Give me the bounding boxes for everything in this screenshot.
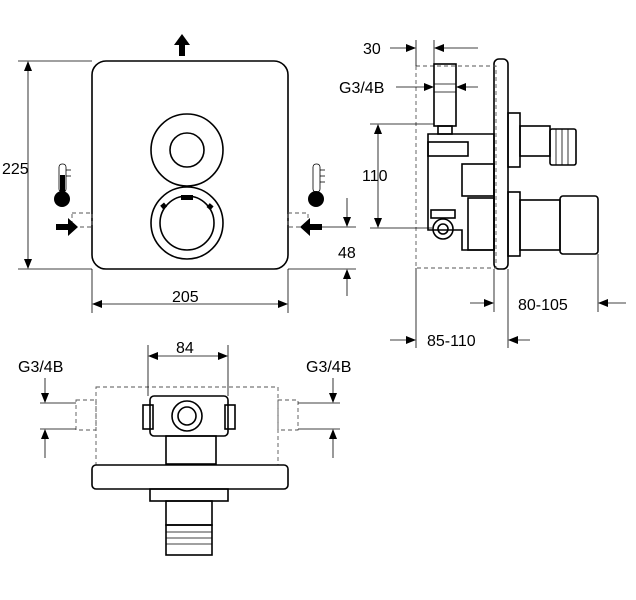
dim-spacing-110: 110 (362, 168, 388, 185)
arrow-up-icon (174, 34, 190, 56)
dim-depth-range-1: 85-110 (427, 333, 476, 350)
top-valve-body (149, 395, 229, 437)
dim-height-total: 225 (2, 161, 29, 178)
side-view (370, 40, 626, 348)
temperature-knob (150, 113, 224, 187)
dim-inlet-height: 48 (338, 245, 356, 262)
hot-inlet-arrow (56, 218, 78, 236)
dim-spacing-84: 84 (176, 340, 194, 357)
top-view (40, 345, 340, 556)
front-view (18, 34, 356, 313)
top-cover-plate (91, 464, 289, 490)
dim-thread-top: G3/4B (339, 80, 384, 97)
dim-thread-left: G3/4B (18, 359, 63, 376)
dim-depth-range-2: 80-105 (518, 297, 568, 314)
dim-thread-right: G3/4B (306, 359, 351, 376)
flow-knob (150, 186, 224, 260)
dim-width-total: 205 (172, 289, 199, 306)
dim-depth-30: 30 (363, 41, 381, 58)
thermometer-hot-icon (54, 163, 71, 207)
cover-plate (91, 60, 289, 270)
thermometer-cold-icon (308, 163, 325, 207)
